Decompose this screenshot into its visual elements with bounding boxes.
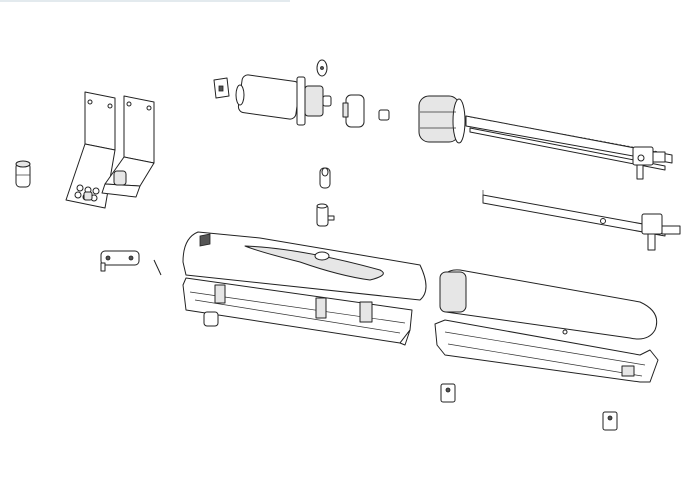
washer-part bbox=[316, 59, 328, 77]
motor-terminal-block bbox=[213, 77, 230, 99]
mounting-bracket-right bbox=[101, 95, 155, 198]
tube-housing bbox=[434, 269, 659, 383]
stop-block-1 bbox=[440, 383, 456, 403]
lead-screw bbox=[465, 115, 673, 180]
lower-housing bbox=[182, 277, 413, 346]
nut-part bbox=[378, 109, 390, 121]
pin-eye bbox=[319, 167, 331, 189]
cover-clip bbox=[100, 250, 162, 276]
electric-motor bbox=[235, 74, 332, 126]
bushing-part bbox=[15, 160, 31, 188]
top-strip bbox=[0, 0, 290, 2]
slide-rail bbox=[482, 190, 681, 251]
stop-block-2 bbox=[602, 411, 618, 431]
gearbox-drum bbox=[418, 95, 466, 144]
upper-cover bbox=[182, 231, 427, 301]
pin-sleeve bbox=[316, 203, 335, 227]
gear-cover bbox=[342, 94, 365, 128]
